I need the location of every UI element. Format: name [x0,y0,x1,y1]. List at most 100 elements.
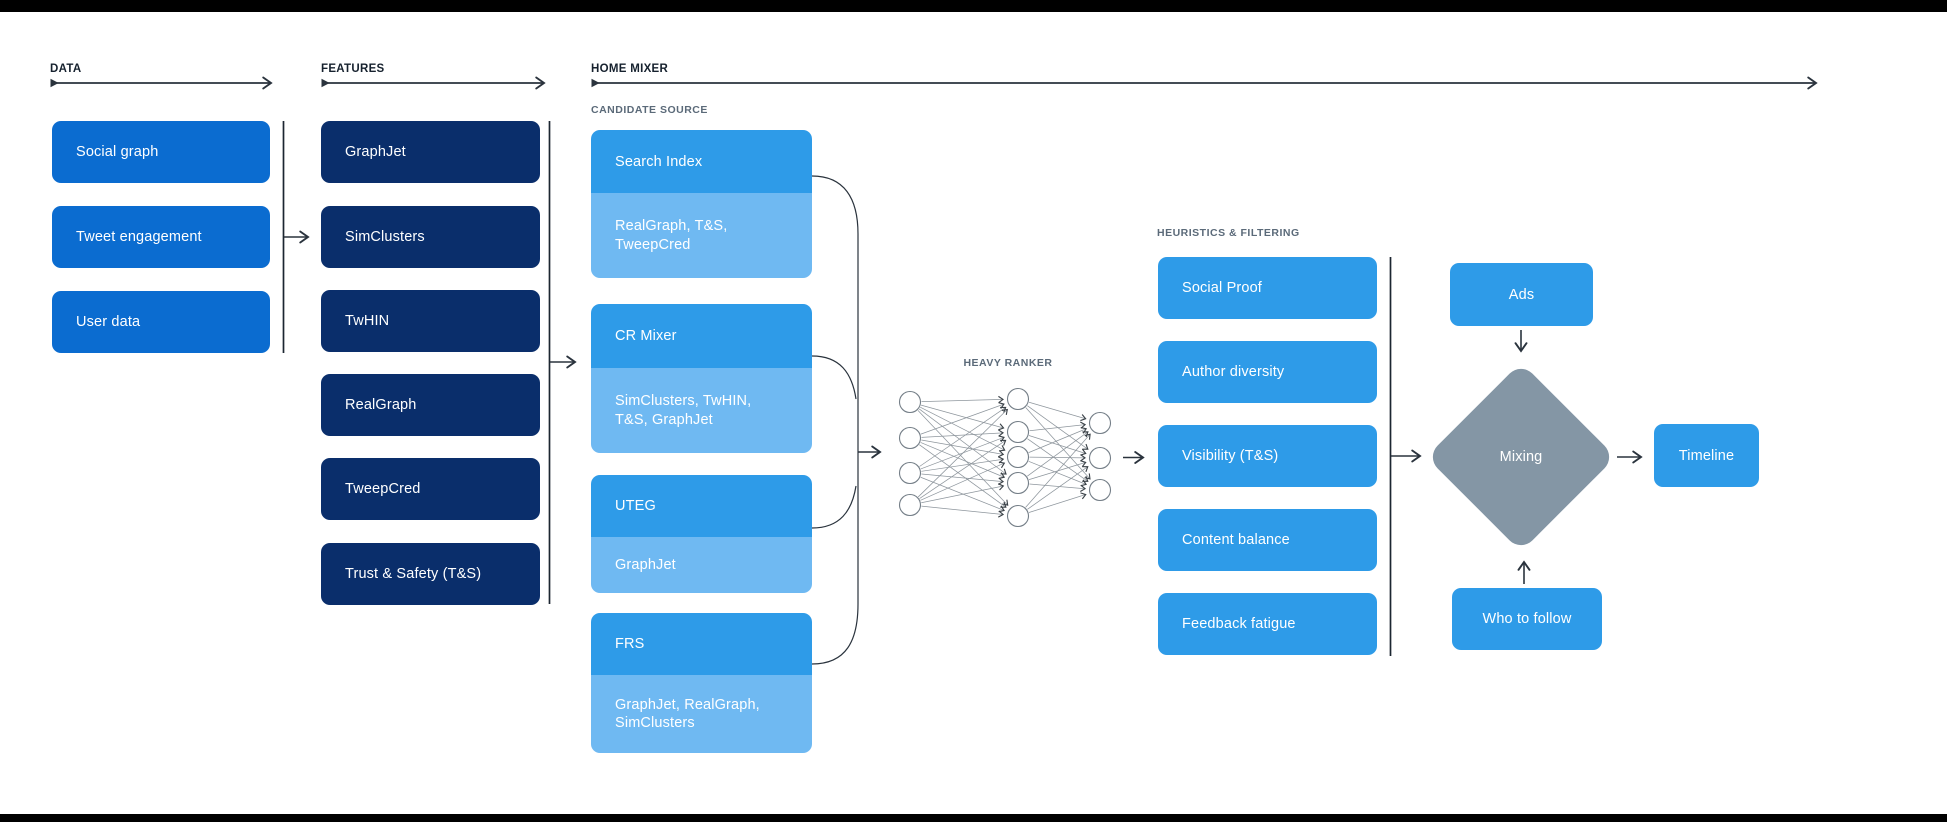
network-edge [921,505,1005,518]
network-edge [921,473,1005,485]
network-edge [1029,454,1086,462]
data-box-user-data: User data [52,291,270,353]
network-edge [1028,492,1087,513]
network-edge [919,444,1007,508]
bottom-frame-bar [0,814,1947,822]
network-node [1006,445,1030,469]
heuristic-box-feedback-fatigue: Feedback fatigue [1158,593,1377,655]
network-edge [1027,431,1089,477]
box-label: User data [76,314,141,330]
candidate-header: Search Index [591,130,812,193]
candidate-header: UTEG [591,475,812,537]
ads-box: Ads [1450,263,1593,326]
network-edge [918,408,1007,475]
candidate-name: FRS [615,636,645,652]
candidate-features: GraphJet [591,537,812,593]
network-edge [920,404,1005,431]
network-node [898,493,922,517]
flow-arrows [284,230,1643,584]
box-label: Social Proof [1182,280,1262,296]
network-node [898,390,922,414]
network-edge [1027,466,1089,510]
network-node [1006,504,1030,528]
candidate-name: CR Mixer [615,328,677,344]
box-label: Content balance [1182,532,1290,548]
neural-network-nodes [898,387,1112,528]
network-node [1006,387,1030,411]
feature-box-tweepcred: TweepCred [321,458,540,520]
box-label: GraphJet [345,144,406,160]
candidate-name: Search Index [615,153,703,170]
curve-cr-mixer [811,355,857,400]
network-edge [921,456,1005,472]
mixing-diamond-label: Mixing [1454,390,1588,524]
candidate-box-uteg: UTEG GraphJet [591,475,812,593]
box-label: TweepCred [345,481,421,497]
heuristic-box-visibility: Visibility (T&S) [1158,425,1377,487]
curve-search-index [811,175,859,452]
candidate-box-frs: FRS GraphJet, RealGraph, SimClusters [591,613,812,753]
network-edge [921,395,1004,404]
network-edge [1025,433,1091,508]
box-label: TwHIN [345,313,390,329]
heuristic-box-content-balance: Content balance [1158,509,1377,571]
candidate-features: RealGraph, T&S, TweepCred [591,193,812,278]
candidate-source-label: CANDIDATE SOURCE [591,104,708,116]
candidate-merge-curves [811,175,859,665]
network-edge [1028,427,1088,453]
network-edge [1025,407,1091,480]
network-edge [921,483,1005,504]
network-edge [920,406,1006,452]
feature-box-twhin: TwHIN [321,290,540,352]
box-label: Timeline [1678,447,1735,464]
network-edge [1029,483,1087,492]
candidate-features-label: GraphJet [615,556,676,573]
network-node [1088,478,1112,502]
heuristic-box-author-diversity: Author diversity [1158,341,1377,403]
section-title-data: DATA [50,63,82,75]
section-title-features: FEATURES [321,63,385,75]
box-label: Who to follow [1482,611,1572,627]
network-node [1006,420,1030,444]
box-label: Author diversity [1182,364,1285,380]
network-edge [920,461,1006,501]
timeline-box: Timeline [1654,424,1759,487]
network-edge [921,429,1005,438]
network-edge [919,406,1007,467]
box-label: SimClusters [345,229,425,245]
network-node [1088,446,1112,470]
feature-box-trust-safety: Trust & Safety (T&S) [321,543,540,605]
candidate-box-cr-mixer: CR Mixer SimClusters, TwHIN, T&S, GraphJ… [591,304,812,453]
feature-box-graphjet: GraphJet [321,121,540,183]
heavy-ranker-label: HEAVY RANKER [963,357,1053,369]
network-node [898,426,922,450]
candidate-features-label: GraphJet, RealGraph, SimClusters [615,696,760,731]
data-box-tweet-engagement: Tweet engagement [52,206,270,268]
candidate-box-search-index: Search Index RealGraph, T&S, TweepCred [591,130,812,278]
feature-box-realgraph: RealGraph [321,374,540,436]
network-edge [917,410,1009,506]
box-label: Feedback fatigue [1182,616,1296,632]
box-label: Mixing [1499,449,1543,465]
top-frame-bar [0,0,1947,12]
network-edge [920,476,1005,513]
heuristics-filtering-label: HEURISTICS & FILTERING [1157,227,1300,239]
candidate-features: GraphJet, RealGraph, SimClusters [591,675,812,753]
curve-frs [811,452,859,665]
network-edge [1028,460,1087,487]
network-edge [921,439,1005,458]
candidate-name: UTEG [615,498,656,514]
candidate-features: SimClusters, TwHIN, T&S, GraphJet [591,368,812,453]
network-node [1006,471,1030,495]
heuristic-box-social-proof: Social Proof [1158,257,1377,319]
box-label: RealGraph [345,397,417,413]
who-to-follow-box: Who to follow [1452,588,1602,650]
network-edge [1029,421,1087,432]
feature-box-simclusters: SimClusters [321,206,540,268]
candidate-features-label: RealGraph, T&S, TweepCred [615,218,728,253]
network-edge [1028,435,1087,456]
curve-uteg [811,485,857,529]
network-edge [920,402,1005,435]
